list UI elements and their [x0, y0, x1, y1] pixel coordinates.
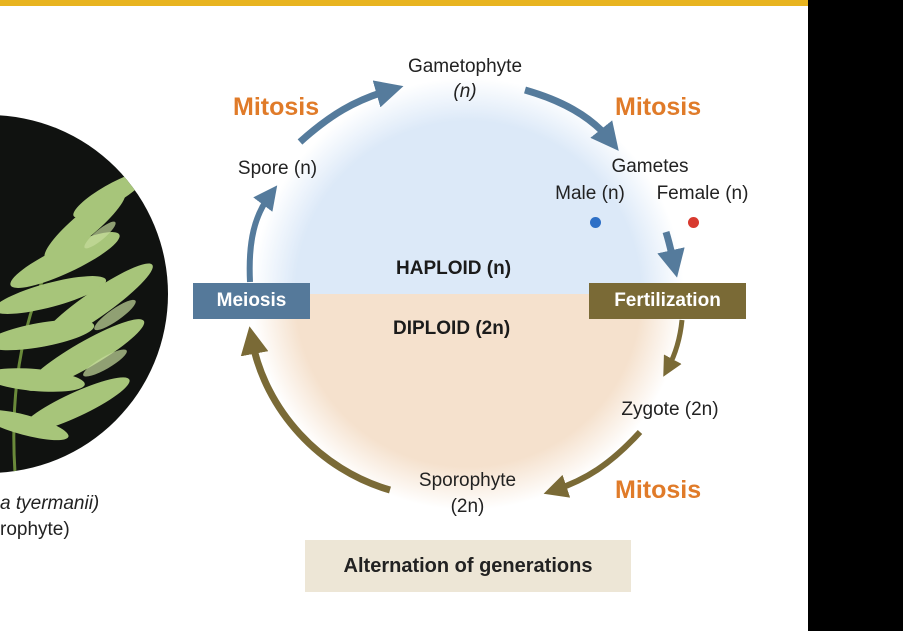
gametes-label: Gametes [611, 156, 689, 177]
haploid-label: HAPLOID (n) [396, 258, 512, 279]
female-gamete-dot [688, 217, 699, 228]
haploid-region [252, 78, 684, 294]
zygote-label: Zygote (2n) [621, 399, 719, 420]
mitosis-label-top-right: Mitosis [615, 93, 702, 121]
diploid-label: DIPLOID (2n) [393, 318, 511, 339]
fertilization-box: Fertilization [589, 283, 746, 319]
sporophyte-label: Sporophyte [418, 470, 517, 491]
male-gamete-label: Male (n) [555, 183, 625, 204]
female-gamete-label: Female (n) [656, 183, 749, 204]
slide: a tyermanii) rophyte) [0, 0, 808, 631]
sporophyte-ploidy-label: (2n) [450, 496, 485, 517]
diploid-region [252, 294, 684, 510]
gametophyte-ploidy-label: (n) [453, 81, 477, 102]
arrow-spore-to-gametophyte [297, 80, 404, 145]
spore-label: Spore (n) [237, 158, 318, 179]
life-cycle-diagram [240, 78, 685, 510]
arrow-gametophyte-to-gametes [524, 86, 619, 151]
fern-illustration [0, 172, 153, 473]
male-gamete-dot [590, 217, 601, 228]
mitosis-label-top-left: Mitosis [233, 93, 320, 121]
arrow-zygote-to-sporophyte [543, 429, 643, 498]
diagram-title: Alternation of generations [305, 540, 631, 592]
arrow-meiosis-to-spore [246, 185, 278, 283]
photo-caption-line1: a tyermanii) [0, 493, 100, 514]
arrow-fertilization-to-zygote [663, 319, 685, 377]
meiosis-box: Meiosis [193, 283, 310, 319]
arrow-sporophyte-to-meiosis [240, 326, 391, 494]
arrow-gametes-to-fertilization [657, 230, 685, 278]
accent-bar [0, 0, 808, 6]
mitosis-label-bottom-right: Mitosis [615, 476, 702, 504]
gametophyte-label: Gametophyte [407, 56, 523, 77]
photo-caption-line2: rophyte) [0, 519, 70, 540]
